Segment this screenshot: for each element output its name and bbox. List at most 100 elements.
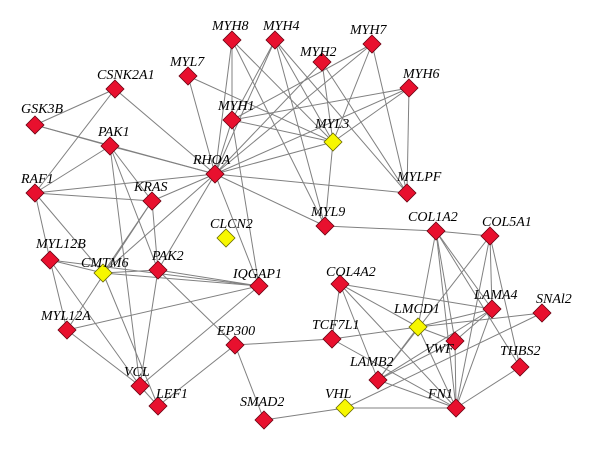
edge-tcf7l1-fn1: [331, 338, 457, 409]
edge-vwf-lamb2: [377, 340, 456, 381]
edge-rhoa-mylpf: [214, 173, 408, 194]
edge-col5a1-lama4: [489, 235, 493, 310]
edge-myl12b-cmtm6: [49, 259, 104, 274]
edge-rhoa-cmtm6: [102, 173, 216, 274]
node-myl12a-diamond[interactable]: [57, 320, 77, 340]
node-col4a2-diamond[interactable]: [330, 274, 350, 294]
edge-vhl-snai2: [344, 312, 543, 409]
node-myh1-diamond[interactable]: [222, 110, 242, 130]
node-label-myl12b: MYL12B: [35, 237, 86, 252]
edge-col1a2-lmcd1: [417, 230, 437, 328]
edge-lama4-fn1: [455, 308, 493, 409]
edge-pak1-raf1: [34, 145, 111, 194]
node-myl3-diamond[interactable]: [323, 132, 343, 152]
node-myh7-diamond[interactable]: [362, 34, 382, 54]
edge-myh6-mylpf: [406, 87, 410, 194]
edge-myl3-myl9: [324, 141, 334, 227]
node-myh6-diamond[interactable]: [399, 78, 419, 98]
edge-myh7-myl3: [332, 43, 373, 143]
node-lef1-diamond[interactable]: [148, 396, 168, 416]
edge-pak1-pak2: [109, 145, 159, 271]
edge-layer: [34, 39, 543, 421]
node-label-fn1: FN1: [427, 387, 453, 402]
node-thbs2-diamond[interactable]: [510, 357, 530, 377]
node-label-snai2: SNAl2: [536, 292, 572, 307]
node-smad2-diamond[interactable]: [254, 410, 274, 430]
edge-rhoa-myh1: [214, 119, 233, 175]
edge-myh4-mylpf: [274, 39, 408, 194]
node-raf1-diamond[interactable]: [25, 183, 45, 203]
node-myh8-diamond[interactable]: [222, 30, 242, 50]
node-myl12b-diamond[interactable]: [40, 250, 60, 270]
node-label-vwf: VWF: [425, 342, 454, 357]
edge-col4a2-fn1: [339, 283, 457, 409]
node-col5a1-diamond[interactable]: [480, 226, 500, 246]
edge-myh2-rhoa: [214, 61, 323, 175]
edge-myh6-myl3: [332, 87, 410, 143]
node-snai2-diamond[interactable]: [532, 303, 552, 323]
node-rhoa-diamond[interactable]: [205, 164, 225, 184]
node-kras-diamond[interactable]: [142, 191, 162, 211]
edge-lmcd1-snai2: [417, 312, 543, 328]
edge-raf1-kras: [34, 192, 153, 202]
edge-lama4-vwf: [454, 308, 493, 342]
node-label-myh7: MYH7: [349, 23, 388, 38]
node-myl9-diamond[interactable]: [315, 216, 335, 236]
edge-col4a2-lamb2: [339, 283, 379, 381]
edge-pak1-rhoa: [109, 145, 216, 175]
node-label-iqgap1: IQGAP1: [232, 267, 282, 282]
node-fn1-diamond[interactable]: [446, 398, 466, 418]
edge-kras-rhoa: [151, 173, 216, 202]
node-vcl-diamond[interactable]: [130, 376, 150, 396]
node-tcf7l1-diamond[interactable]: [322, 329, 342, 349]
edge-myl12b-myl12a: [49, 259, 68, 331]
edge-ep300-lef1: [157, 344, 236, 407]
node-pak2-diamond[interactable]: [148, 260, 168, 280]
node-lama4-diamond[interactable]: [482, 299, 502, 319]
node-myl7-diamond[interactable]: [178, 66, 198, 86]
edge-myh8-myl9: [231, 39, 326, 227]
node-ep300-diamond[interactable]: [225, 335, 245, 355]
edge-lmcd1-fn1: [417, 326, 457, 409]
edge-csnk2a1-rhoa: [114, 88, 216, 175]
node-gsk3b-diamond[interactable]: [25, 115, 45, 135]
node-lmcd1-diamond[interactable]: [408, 317, 428, 337]
node-label-myl12a: MYL12A: [40, 309, 91, 324]
node-myh4-diamond[interactable]: [265, 30, 285, 50]
node-cmtm6-diamond[interactable]: [93, 263, 113, 283]
edge-myh6-myh1: [231, 87, 410, 121]
edge-col1a2-fn1: [435, 230, 457, 409]
edge-smad2-vhl: [263, 407, 346, 421]
node-csnk2a1-diamond[interactable]: [105, 79, 125, 99]
edge-myl12b-vcl: [49, 259, 141, 387]
node-vwf-diamond[interactable]: [445, 331, 465, 351]
edge-myh4-rhoa: [214, 39, 276, 175]
node-mylpf-diamond[interactable]: [397, 183, 417, 203]
node-label-lmcd1: LMCD1: [393, 302, 440, 317]
node-label-rhoa: RHOA: [192, 153, 231, 168]
edge-rhoa-pak2: [157, 173, 216, 271]
node-label-mylpf: MYLPF: [396, 170, 442, 185]
edge-iqgap1-vcl: [139, 285, 260, 387]
node-lamb2-diamond[interactable]: [368, 370, 388, 390]
node-label-myh1: MYH1: [217, 99, 255, 114]
edge-kras-pak2: [151, 200, 159, 271]
node-iqgap1-diamond[interactable]: [249, 276, 269, 296]
node-label-lamb2: LAMB2: [349, 355, 394, 370]
node-col1a2-diamond[interactable]: [426, 221, 446, 241]
edge-cmtm6-lef1: [102, 272, 159, 407]
node-label-gsk3b: GSK3B: [21, 102, 63, 117]
node-myh2-diamond[interactable]: [312, 52, 332, 72]
node-label-vhl: VHL: [325, 387, 352, 402]
node-label-vcl: VCL: [124, 365, 150, 380]
node-pak1-diamond[interactable]: [100, 136, 120, 156]
node-layer: [25, 30, 552, 430]
node-label-pak1: PAK1: [97, 125, 130, 140]
edge-rhoa-iqgap1: [214, 173, 260, 287]
node-label-col4a2: COL4A2: [326, 265, 376, 280]
node-vhl-diamond[interactable]: [335, 398, 355, 418]
edge-kras-myl12a: [66, 200, 153, 331]
node-clcn2-diamond[interactable]: [216, 228, 236, 248]
edge-fn1-thbs2: [455, 366, 521, 409]
